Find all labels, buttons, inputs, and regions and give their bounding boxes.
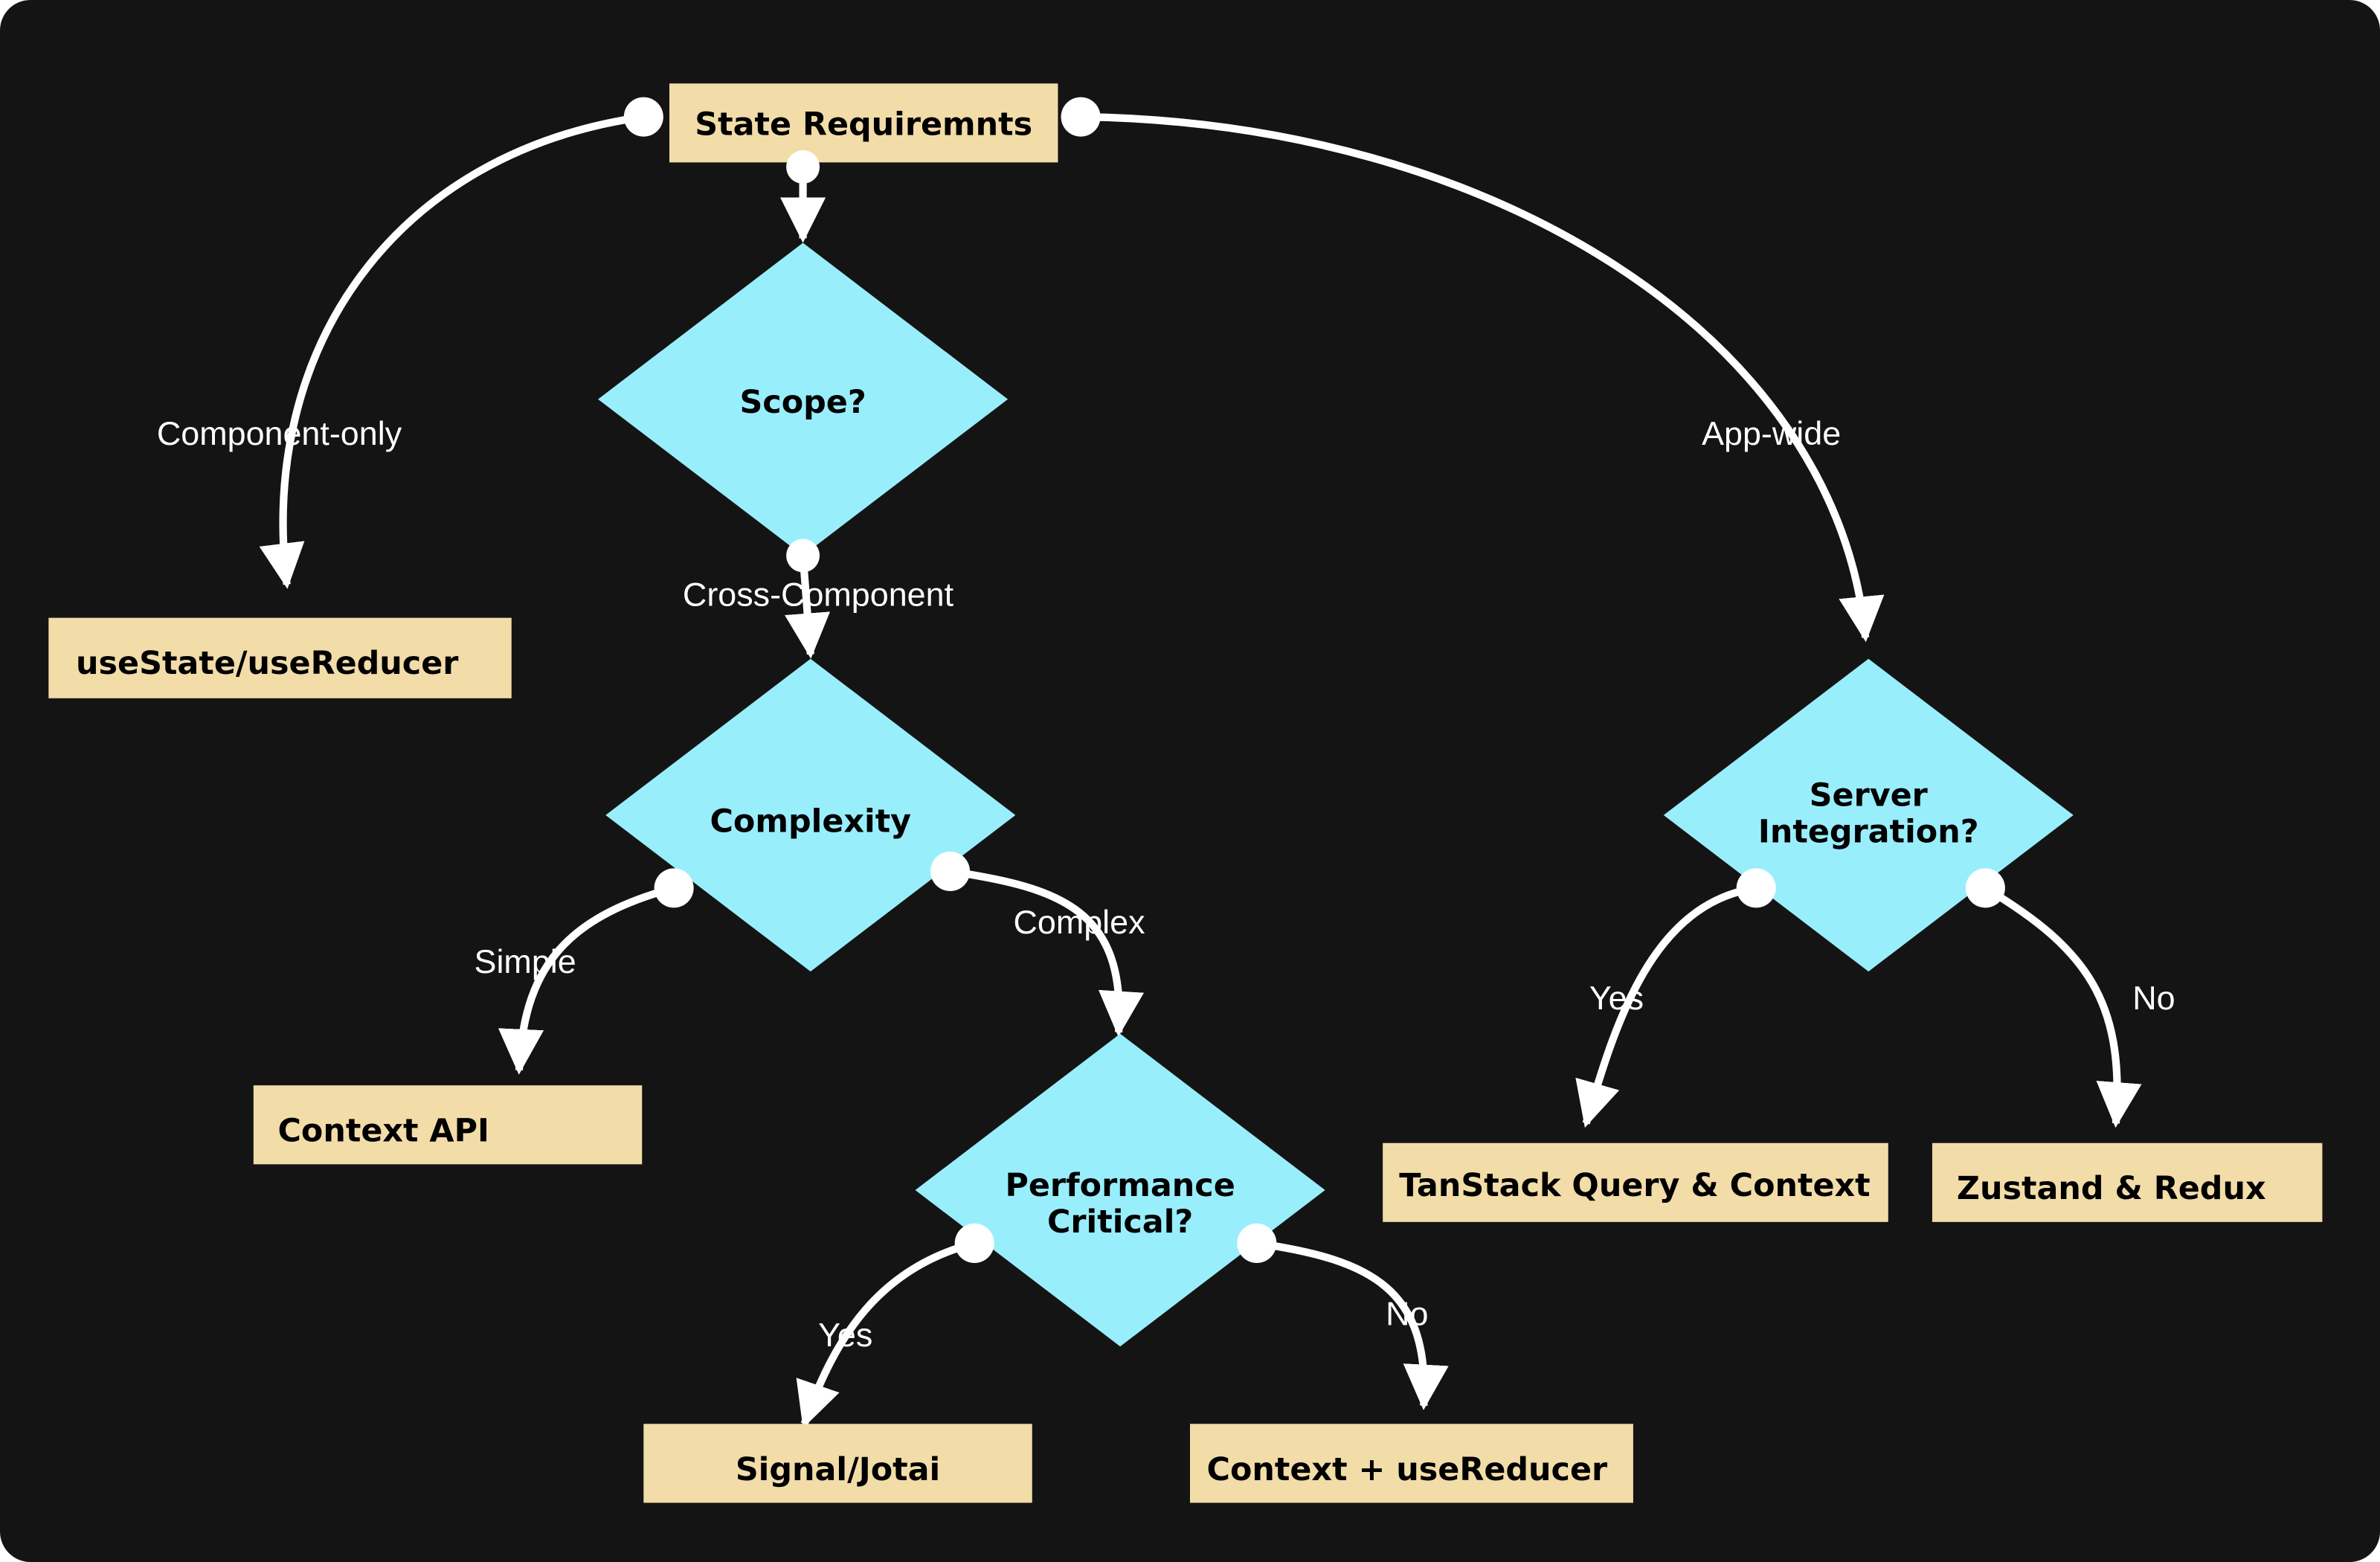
connector-dot[interactable] [1061,97,1101,137]
decision-performance-critical[interactable]: Performance Critical? [915,1033,1325,1347]
node-state-requirements[interactable]: State Requiremnts [669,83,1058,163]
connector-dot[interactable] [1736,868,1776,908]
edge-server-yes [1575,884,1757,1128]
edge-label-cross-component: Cross-Component [683,575,954,613]
node-label: State Requiremnts [695,106,1032,144]
edge-label-perf-no: No [1386,1295,1428,1333]
edge-label-server-yes: Yes [1589,979,1644,1017]
node-context-use-reducer[interactable]: Context + useReducer [1190,1424,1633,1503]
node-label: Context + useReducer [1207,1451,1608,1488]
decision-label: Complexity [710,803,911,840]
connector-dot[interactable] [1237,1223,1277,1263]
decision-label-line1: Performance [1005,1167,1235,1204]
edge-label-component-only: Component-only [157,414,402,452]
node-label: useState/useReducer [76,645,458,682]
decision-label-line2: Integration? [1758,814,1979,851]
node-label: Context API [277,1113,489,1150]
edge-label-simple: Simple [475,942,576,980]
connector-dot[interactable] [623,97,663,137]
node-zustand[interactable]: Zustand & Redux [1932,1142,2323,1222]
edge-label-complex: Complex [1013,903,1145,941]
edge-server-no [1983,884,2142,1128]
connector-dot[interactable] [786,539,820,573]
edge-complex [949,867,1145,1037]
node-use-state[interactable]: useState/useReducer [48,617,512,698]
connector-dot[interactable] [930,851,971,891]
connector-dot[interactable] [954,1223,994,1263]
connector-dot[interactable] [1965,868,2005,908]
node-label: Signal/Jotai [736,1451,940,1488]
node-signal-jotai[interactable]: Signal/Jotai [643,1424,1032,1503]
node-context-api[interactable]: Context API [253,1085,643,1165]
decision-scope[interactable]: Scope? [598,242,1009,556]
decision-label-line2: Critical? [1047,1203,1193,1241]
edge-perf-yes [796,1239,976,1429]
connector-dot[interactable] [786,150,820,184]
edge-label-app-wide: App-wide [1702,414,1841,452]
node-label: Zustand & Redux [1957,1170,2266,1207]
decision-label: Scope? [739,384,866,421]
decision-complexity[interactable]: Complexity [605,658,1016,972]
node-tanstack[interactable]: TanStack Query & Context [1383,1142,1888,1222]
connector-dot[interactable] [654,868,694,908]
edge-component-only [259,113,645,589]
edge-simple [498,884,675,1075]
edge-perf-no [1256,1239,1449,1410]
edge-app-wide [1081,113,1885,643]
edge-label-server-no: No [2132,979,2175,1017]
node-label: TanStack Query & Context [1399,1167,1870,1204]
edge-label-perf-yes: Yes [818,1316,872,1354]
decision-label-line1: Server [1810,777,1928,814]
